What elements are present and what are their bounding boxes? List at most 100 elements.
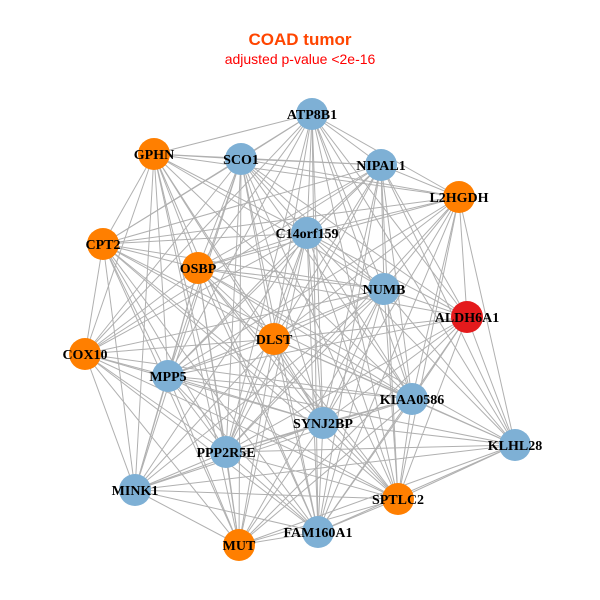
node-aldh6a1: ALDH6A1: [435, 301, 499, 333]
edge-ALDH6A1-SYNJ2BP: [322, 316, 468, 424]
edge-PPP2R5E-FAM160A1: [225, 451, 319, 533]
edge-GPHN-SYNJ2BP: [153, 153, 324, 424]
edge-SCO1-NIPAL1: [240, 158, 382, 166]
edge-NIPAL1-COX10: [84, 164, 382, 355]
node-c14orf159: C14orf159: [276, 217, 339, 249]
edge-L2HGDH-OSBP: [197, 196, 460, 269]
edges: [84, 113, 516, 546]
node-circle: [258, 323, 290, 355]
edge-CPT2-MINK1: [102, 243, 136, 491]
edge-ATP8B1-NUMB: [311, 113, 385, 290]
node-label: CPT2: [86, 238, 121, 253]
edge-SCO1-COX10: [84, 158, 242, 355]
edge-GPHN-COX10: [84, 153, 155, 355]
edge-KIAA0586-KLHL28: [411, 398, 516, 446]
node-label: DLST: [256, 333, 293, 348]
edge-C14orf159-COX10: [84, 232, 308, 355]
edge-L2HGDH-SPTLC2: [397, 196, 460, 500]
edge-C14orf159-MUT: [238, 232, 308, 546]
edge-PPP2R5E-SPTLC2: [225, 451, 399, 500]
node-mink1: MINK1: [112, 474, 158, 506]
edge-NUMB-MINK1: [134, 288, 385, 491]
node-nipal1: NIPAL1: [356, 149, 406, 181]
edge-OSBP-DLST: [197, 267, 275, 340]
edge-SCO1-CPT2: [102, 158, 242, 245]
edge-GPHN-CPT2: [102, 153, 155, 245]
node-circle: [443, 181, 475, 213]
edge-MPP5-SYNJ2BP: [167, 375, 324, 424]
edge-NIPAL1-OSBP: [197, 164, 382, 269]
node-klhl28: KLHL28: [488, 429, 542, 461]
edge-ATP8B1-COX10: [84, 113, 313, 355]
node-label: KIAA0586: [380, 393, 445, 408]
edge-GPHN-C14orf159: [153, 153, 308, 234]
edge-OSBP-ALDH6A1: [197, 267, 468, 318]
edge-GPHN-MPP5: [153, 153, 169, 377]
edge-DLST-PPP2R5E: [225, 338, 275, 453]
edge-SCO1-PPP2R5E: [225, 158, 242, 453]
chart-subtitle: adjusted p-value <2e-16: [224, 51, 376, 67]
node-label: MUT: [223, 539, 256, 554]
edge-ATP8B1-GPHN: [153, 113, 313, 155]
node-circle: [291, 217, 323, 249]
edge-ATP8B1-C14orf159: [306, 113, 313, 234]
node-osbp: OSBP: [180, 252, 217, 284]
node-circle: [119, 474, 151, 506]
edge-CPT2-SPTLC2: [102, 243, 399, 500]
edge-NUMB-PPP2R5E: [225, 288, 385, 453]
node-dlst: DLST: [256, 323, 293, 355]
node-circle: [296, 98, 328, 130]
edge-GPHN-DLST: [153, 153, 275, 340]
node-label: OSBP: [180, 262, 217, 277]
edge-C14orf159-CPT2: [102, 232, 308, 245]
edge-DLST-MPP5: [167, 338, 275, 377]
edge-ALDH6A1-MPP5: [167, 316, 468, 377]
edge-C14orf159-DLST: [273, 232, 308, 340]
node-l2hgdh: L2HGDH: [429, 181, 489, 213]
node-circle: [69, 338, 101, 370]
node-label: MPP5: [149, 370, 186, 385]
edge-SCO1-MUT: [238, 158, 242, 546]
node-numb: NUMB: [363, 273, 405, 305]
edge-COX10-PPP2R5E: [84, 353, 227, 453]
edge-L2HGDH-ALDH6A1: [458, 196, 468, 318]
edge-DLST-FAM160A1: [273, 338, 319, 533]
edge-CPT2-OSBP: [102, 243, 199, 269]
edge-NUMB-KIAA0586: [383, 288, 413, 400]
node-atp8b1: ATP8B1: [287, 98, 337, 130]
edge-NUMB-DLST: [273, 288, 385, 340]
edge-CPT2-FAM160A1: [102, 243, 319, 533]
node-circle: [307, 407, 339, 439]
edge-COX10-SPTLC2: [84, 353, 399, 500]
edge-KIAA0586-MINK1: [134, 398, 413, 491]
edge-CPT2-MPP5: [102, 243, 169, 377]
edge-L2HGDH-CPT2: [102, 196, 460, 245]
edge-DLST-COX10: [84, 338, 275, 355]
edge-OSBP-FAM160A1: [197, 267, 319, 533]
edge-MINK1-SPTLC2: [134, 489, 399, 500]
edge-NIPAL1-NUMB: [380, 164, 385, 290]
edge-DLST-SYNJ2BP: [273, 338, 324, 424]
node-circle: [225, 143, 257, 175]
edge-NUMB-KLHL28: [383, 288, 516, 446]
edge-C14orf159-SYNJ2BP: [306, 232, 324, 424]
edge-ALDH6A1-MUT: [238, 316, 468, 546]
node-mut: MUT: [223, 529, 256, 561]
node-circle: [223, 529, 255, 561]
edge-NIPAL1-PPP2R5E: [225, 164, 382, 453]
edge-COX10-KIAA0586: [84, 353, 413, 400]
edge-ATP8B1-MPP5: [167, 113, 313, 377]
edge-GPHN-OSBP: [153, 153, 199, 269]
node-sptlc2: SPTLC2: [372, 483, 424, 515]
edge-NIPAL1-FAM160A1: [317, 164, 382, 533]
edge-GPHN-KIAA0586: [153, 153, 413, 400]
edge-OSBP-KLHL28: [197, 267, 516, 446]
edge-MINK1-FAM160A1: [134, 489, 319, 533]
edge-MPP5-KLHL28: [167, 375, 516, 446]
edge-C14orf159-KIAA0586: [306, 232, 413, 400]
edge-DLST-MUT: [238, 338, 275, 546]
node-circle: [451, 301, 483, 333]
edge-COX10-FAM160A1: [84, 353, 319, 533]
